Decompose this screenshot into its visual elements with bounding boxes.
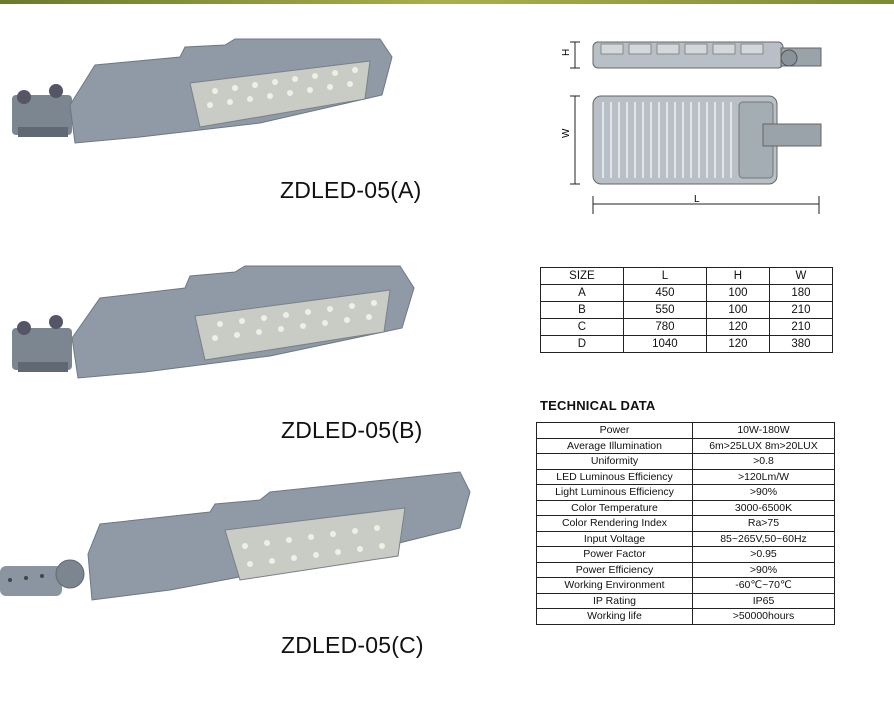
param-name: Color Temperature xyxy=(536,499,693,516)
mounting-bracket xyxy=(12,315,72,372)
table-cell: A xyxy=(540,284,624,302)
table-cell: 210 xyxy=(768,318,834,336)
dimension-drawing: H W L xyxy=(561,41,822,214)
param-name: LED Luminous Efficiency xyxy=(536,468,693,485)
table-cell: 780 xyxy=(622,318,707,336)
param-name: Working life xyxy=(536,608,693,625)
size-header-w: W xyxy=(768,267,834,285)
param-value: >90% xyxy=(692,484,835,501)
dimension-h-label: H xyxy=(561,49,572,56)
model-label-a: ZDLED-05(A) xyxy=(280,177,422,203)
param-value: 85~265V,50~60Hz xyxy=(692,530,835,547)
param-name: Power Factor xyxy=(536,546,693,563)
table-row: Power Efficiency>90% xyxy=(536,561,835,578)
table-row: B 550 100 210 xyxy=(540,301,834,319)
table-cell: 380 xyxy=(768,335,834,353)
param-name: Uniformity xyxy=(536,453,693,470)
param-name: Light Luminous Efficiency xyxy=(536,484,693,501)
size-header-size: SIZE xyxy=(540,267,624,285)
table-cell: D xyxy=(540,335,624,353)
param-name: IP Rating xyxy=(536,592,693,609)
size-table: SIZE L H W A 450 100 180 B 550 100 210 C… xyxy=(540,267,834,353)
table-row: Light Luminous Efficiency>90% xyxy=(536,484,835,501)
table-cell: C xyxy=(540,318,624,336)
street-light-image-a xyxy=(12,38,393,144)
mounting-bracket xyxy=(12,84,72,137)
table-cell: 450 xyxy=(622,284,707,302)
param-value: >0.8 xyxy=(692,453,835,470)
param-name: Input Voltage xyxy=(536,530,693,547)
param-value: >90% xyxy=(692,561,835,578)
param-name: Power xyxy=(536,422,693,439)
param-name: Working Environment xyxy=(536,577,693,594)
table-row: Working life>50000hours xyxy=(536,608,835,625)
size-header-h: H xyxy=(705,267,770,285)
param-value: -60℃~70℃ xyxy=(692,577,835,594)
param-value: Ra>75 xyxy=(692,515,835,532)
param-name: Average Illumination xyxy=(536,437,693,454)
technical-data-title: TECHNICAL DATA xyxy=(540,398,656,413)
table-row: LED Luminous Efficiency>120Lm/W xyxy=(536,468,835,485)
table-row: Power Factor>0.95 xyxy=(536,546,835,563)
table-cell: 100 xyxy=(705,284,770,302)
param-value: >50000hours xyxy=(692,608,835,625)
table-cell: 100 xyxy=(705,301,770,319)
pole-adapter xyxy=(0,559,85,596)
size-header-l: L xyxy=(622,267,707,285)
table-cell: 180 xyxy=(768,284,834,302)
param-value: 10W-180W xyxy=(692,422,835,439)
table-cell: B xyxy=(540,301,624,319)
top-accent-bar xyxy=(0,0,894,4)
dimension-l-label: L xyxy=(694,194,700,205)
table-cell: 210 xyxy=(768,301,834,319)
table-row: Working Environment-60℃~70℃ xyxy=(536,577,835,594)
table-row: A 450 100 180 xyxy=(540,284,834,302)
table-row: Uniformity>0.8 xyxy=(536,453,835,470)
table-cell: 120 xyxy=(705,318,770,336)
param-value: >0.95 xyxy=(692,546,835,563)
param-name: Power Efficiency xyxy=(536,561,693,578)
table-row: D 1040 120 380 xyxy=(540,335,834,353)
table-cell: 120 xyxy=(705,335,770,353)
street-light-image-c xyxy=(0,471,471,601)
dimension-w-label: W xyxy=(561,128,572,138)
table-cell: 1040 xyxy=(622,335,707,353)
param-name: Color Rendering Index xyxy=(536,515,693,532)
table-cell: 550 xyxy=(622,301,707,319)
size-table-header-row: SIZE L H W xyxy=(540,267,834,285)
param-value: 3000-6500K xyxy=(692,499,835,516)
param-value: IP65 xyxy=(692,592,835,609)
model-label-c: ZDLED-05(C) xyxy=(281,632,424,658)
param-value: >120Lm/W xyxy=(692,468,835,485)
model-label-b: ZDLED-05(B) xyxy=(281,417,423,443)
street-light-image-b xyxy=(12,265,415,379)
param-value: 6m>25LUX 8m>20LUX xyxy=(692,437,835,454)
table-row: C 780 120 210 xyxy=(540,318,834,336)
